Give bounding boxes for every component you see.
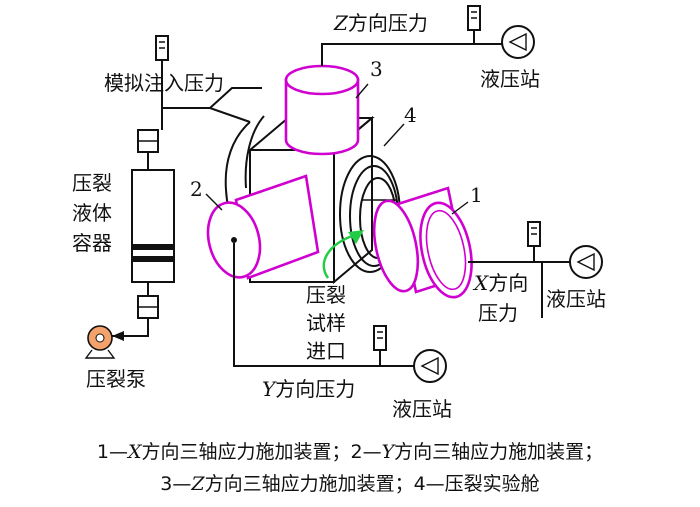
caption-line2: 3—Z方向三轴应力施加装置；4—压裂实验舱 [160, 473, 539, 495]
caption-line1: 1—X方向三轴应力施加装置；2—Y方向三轴应力施加装置； [97, 441, 603, 463]
fracturing-fluid-container [112, 129, 175, 341]
y-hydraulic-pump-icon [413, 349, 447, 383]
fracturing-pump-icon [84, 325, 116, 359]
injection-pressure-line [155, 35, 262, 130]
y-pressure-label: Y方向压力 [262, 377, 355, 401]
y-pressure-line [233, 243, 447, 383]
sample-inlet-arrow [322, 230, 364, 279]
inlet-label-line1: 压裂 [306, 283, 346, 307]
cylinder-x-device [372, 186, 473, 299]
number-2: 2 [190, 177, 203, 201]
x-pressure-line [468, 221, 603, 318]
x-pressure-label-line2: 压力 [478, 301, 518, 325]
cylinder-y-device [206, 174, 320, 280]
container-label-line2: 液体 [72, 201, 112, 225]
cylinder-y-center-dot [231, 237, 237, 243]
cylinder-z-device [284, 64, 360, 156]
fracturing-pump-label: 压裂泵 [86, 367, 146, 391]
simulated-injection-label: 模拟注入压力 [104, 71, 224, 95]
x-pressure-label-line1: X方向 [472, 271, 528, 295]
container-label-line3: 容器 [72, 231, 112, 255]
number-leaders [205, 83, 469, 215]
z-pressure-line [321, 5, 535, 66]
hydraulic-station-top-label: 液压站 [480, 67, 540, 91]
inlet-label-line3: 进口 [306, 339, 346, 363]
inlet-label-line2: 试样 [306, 311, 346, 335]
hydraulic-station-right-label: 液压站 [546, 287, 606, 311]
hydraulic-station-bottom-label: 液压站 [392, 397, 452, 421]
z-pressure-label: Z方向压力 [333, 11, 428, 35]
container-label-line1: 压裂 [72, 171, 112, 195]
number-1: 1 [470, 183, 483, 207]
z-hydraulic-pump-icon [501, 25, 535, 59]
number-3: 3 [370, 57, 383, 81]
x-hydraulic-pump-icon [569, 245, 603, 279]
number-4: 4 [404, 103, 417, 127]
